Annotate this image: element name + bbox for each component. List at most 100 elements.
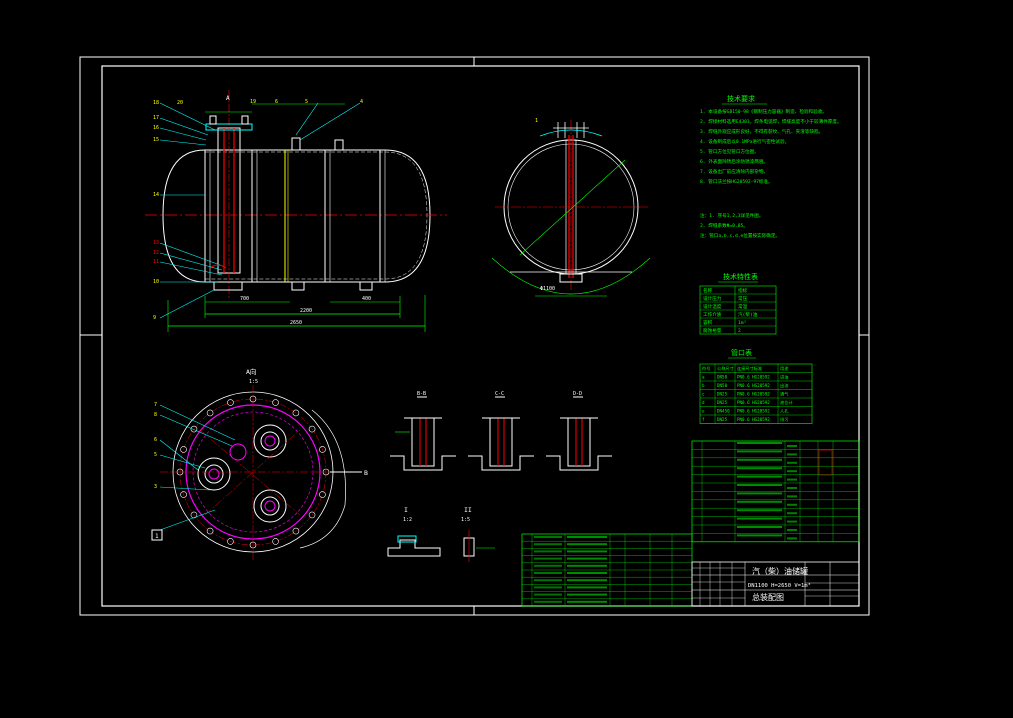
nozzle-table-cell: 进油 [780, 374, 788, 381]
nozzle-table-cell: e [702, 409, 705, 414]
tech-req-item: 7. 设备出厂前应清除内部杂物。 [700, 168, 768, 175]
bolt-hole [227, 399, 234, 406]
nozzle-table-cell: DN50 [717, 383, 728, 388]
nozzle-table-cell: DN450 [717, 409, 730, 414]
svg-text:10: 10 [153, 279, 159, 285]
svg-text:14: 14 [153, 192, 159, 198]
title-line-2: DN1100 H=2650 V=1m³ [748, 582, 811, 589]
nozzle-table-cell: DN25 [717, 417, 728, 422]
svg-text:15: 15 [153, 137, 159, 143]
bolt-hole [176, 468, 184, 476]
nozzle-table-cell: 人孔 [780, 408, 789, 415]
tech-req-note: 2. 焊缝系数Φ=0.85。 [700, 222, 748, 229]
bolt-hole [249, 541, 257, 549]
design-table-cell: 腐蚀裕量 [703, 327, 722, 334]
svg-text:6: 6 [275, 99, 278, 105]
bolt-hole [308, 511, 316, 519]
svg-text:20: 20 [177, 100, 183, 106]
nozzle-table-cell: 用途 [780, 365, 789, 372]
nozzle-table-cell: DN25 [717, 400, 728, 405]
bolt-hole [292, 527, 300, 535]
bolt-holes [176, 395, 330, 549]
nozzle-table-cell: b [702, 383, 705, 388]
bolt-hole [272, 399, 279, 406]
design-table-cell: 设计温度 [703, 303, 722, 310]
svg-text:管口表: 管口表 [731, 348, 752, 357]
svg-text:17: 17 [153, 115, 159, 121]
bolt-hole [180, 446, 187, 453]
svg-text:11: 11 [153, 259, 159, 265]
inner-frame [101, 65, 860, 607]
bolt-hole [190, 425, 198, 433]
svg-text:I: I [404, 506, 408, 514]
shell-length-dim: 2200 [300, 308, 312, 314]
section-d: D-D [546, 391, 612, 471]
svg-text:7: 7 [154, 402, 157, 408]
nozzle-table-cell: d [702, 400, 705, 405]
bolt-hole [180, 491, 187, 498]
design-table-cell: 工作介质 [703, 311, 722, 318]
svg-text:II: II [464, 506, 472, 514]
nozzle-table-cell: a [702, 375, 705, 380]
design-table-cell: 2 [738, 328, 741, 334]
design-table-cell: 设计压力 [703, 295, 722, 302]
nozzle-table-cell: PN0.6 HG20592 [737, 417, 770, 422]
svg-text:技术特性表: 技术特性表 [723, 272, 758, 281]
design-table-cell: 1m³ [738, 320, 747, 326]
bolt-hole [227, 538, 234, 545]
detail-views: I 1:2 II 1:5 [387, 506, 495, 562]
bolt-hole [322, 468, 330, 476]
nozzle-table-cell: f [702, 417, 705, 422]
design-table-cell: 名称 [703, 287, 713, 294]
nozzle-table-cell: PN0.6 HG20592 [737, 409, 770, 414]
svg-text:1:2: 1:2 [403, 517, 412, 523]
parts-list-left [521, 533, 693, 607]
bolt-hole [319, 446, 326, 453]
svg-text:B-B: B-B [417, 391, 426, 397]
tech-req-item: 3. 焊缝外观应成形良好，不得有裂纹、气孔、夹渣等缺陷。 [700, 128, 823, 135]
svg-text:8: 8 [154, 412, 157, 418]
bolt-hole [319, 491, 326, 498]
nozzle-table-cell: 公称尺寸 [717, 365, 734, 372]
nozzle-table-cell: DN25 [717, 392, 728, 397]
view-a-label: A向 [246, 367, 256, 376]
tech-req-heading: 技术要求 [727, 94, 755, 103]
tech-req-item: 5. 管口方位见管口方位图。 [700, 148, 759, 155]
right-span-dim: 400 [362, 296, 371, 302]
nozzle-table-cell: PN0.6 HG20592 [737, 375, 770, 380]
svg-text:A: A [226, 95, 230, 102]
nozzle-table-cell: PN0.6 HG20592 [737, 383, 770, 388]
svg-text:16: 16 [153, 125, 159, 131]
view-a-flange: A向 1:5 B [151, 367, 368, 560]
svg-text:3: 3 [154, 484, 157, 490]
nozzle-table-cell: 通气 [780, 391, 789, 398]
technical-requirements: 技术要求 1. 本设备按GB150-98《钢制压力容器》制造、检验和验收。 2. … [700, 94, 842, 239]
overall-length-dim: 2650 [290, 320, 302, 326]
bolt-hole [272, 538, 279, 545]
nozzle-table-cell: 符号 [702, 365, 710, 372]
svg-text:9: 9 [153, 315, 156, 321]
nozzle-table-cell: c [702, 392, 705, 397]
bolt-hole [206, 409, 214, 417]
design-table-cell: 汽(柴)油 [738, 311, 758, 318]
svg-text:B: B [364, 469, 368, 477]
design-table-cell: 指标 [738, 287, 748, 294]
section-b: B-B [390, 391, 456, 471]
svg-text:6: 6 [154, 437, 157, 443]
svg-text:5: 5 [305, 99, 308, 105]
bolt-hole [292, 409, 300, 417]
design-table-cell: 常压 [738, 295, 748, 302]
svg-text:1:5: 1:5 [461, 517, 470, 523]
svg-text:13: 13 [153, 240, 159, 246]
tech-req-item: 1. 本设备按GB150-98《钢制压力容器》制造、检验和验收。 [700, 108, 827, 115]
design-table-cell: 常温 [738, 303, 748, 310]
section-views: B-B C-C D-D [390, 391, 612, 471]
parts-list-right [691, 440, 860, 543]
tech-req-item: 4. 设备制成后以0.1MPa进行气密性试验。 [700, 138, 789, 145]
nozzle-table-cell: 连接尺寸标准 [737, 365, 762, 372]
tech-req-note: 注：管口a,b,c,d,e位置按实际确定。 [700, 232, 780, 239]
